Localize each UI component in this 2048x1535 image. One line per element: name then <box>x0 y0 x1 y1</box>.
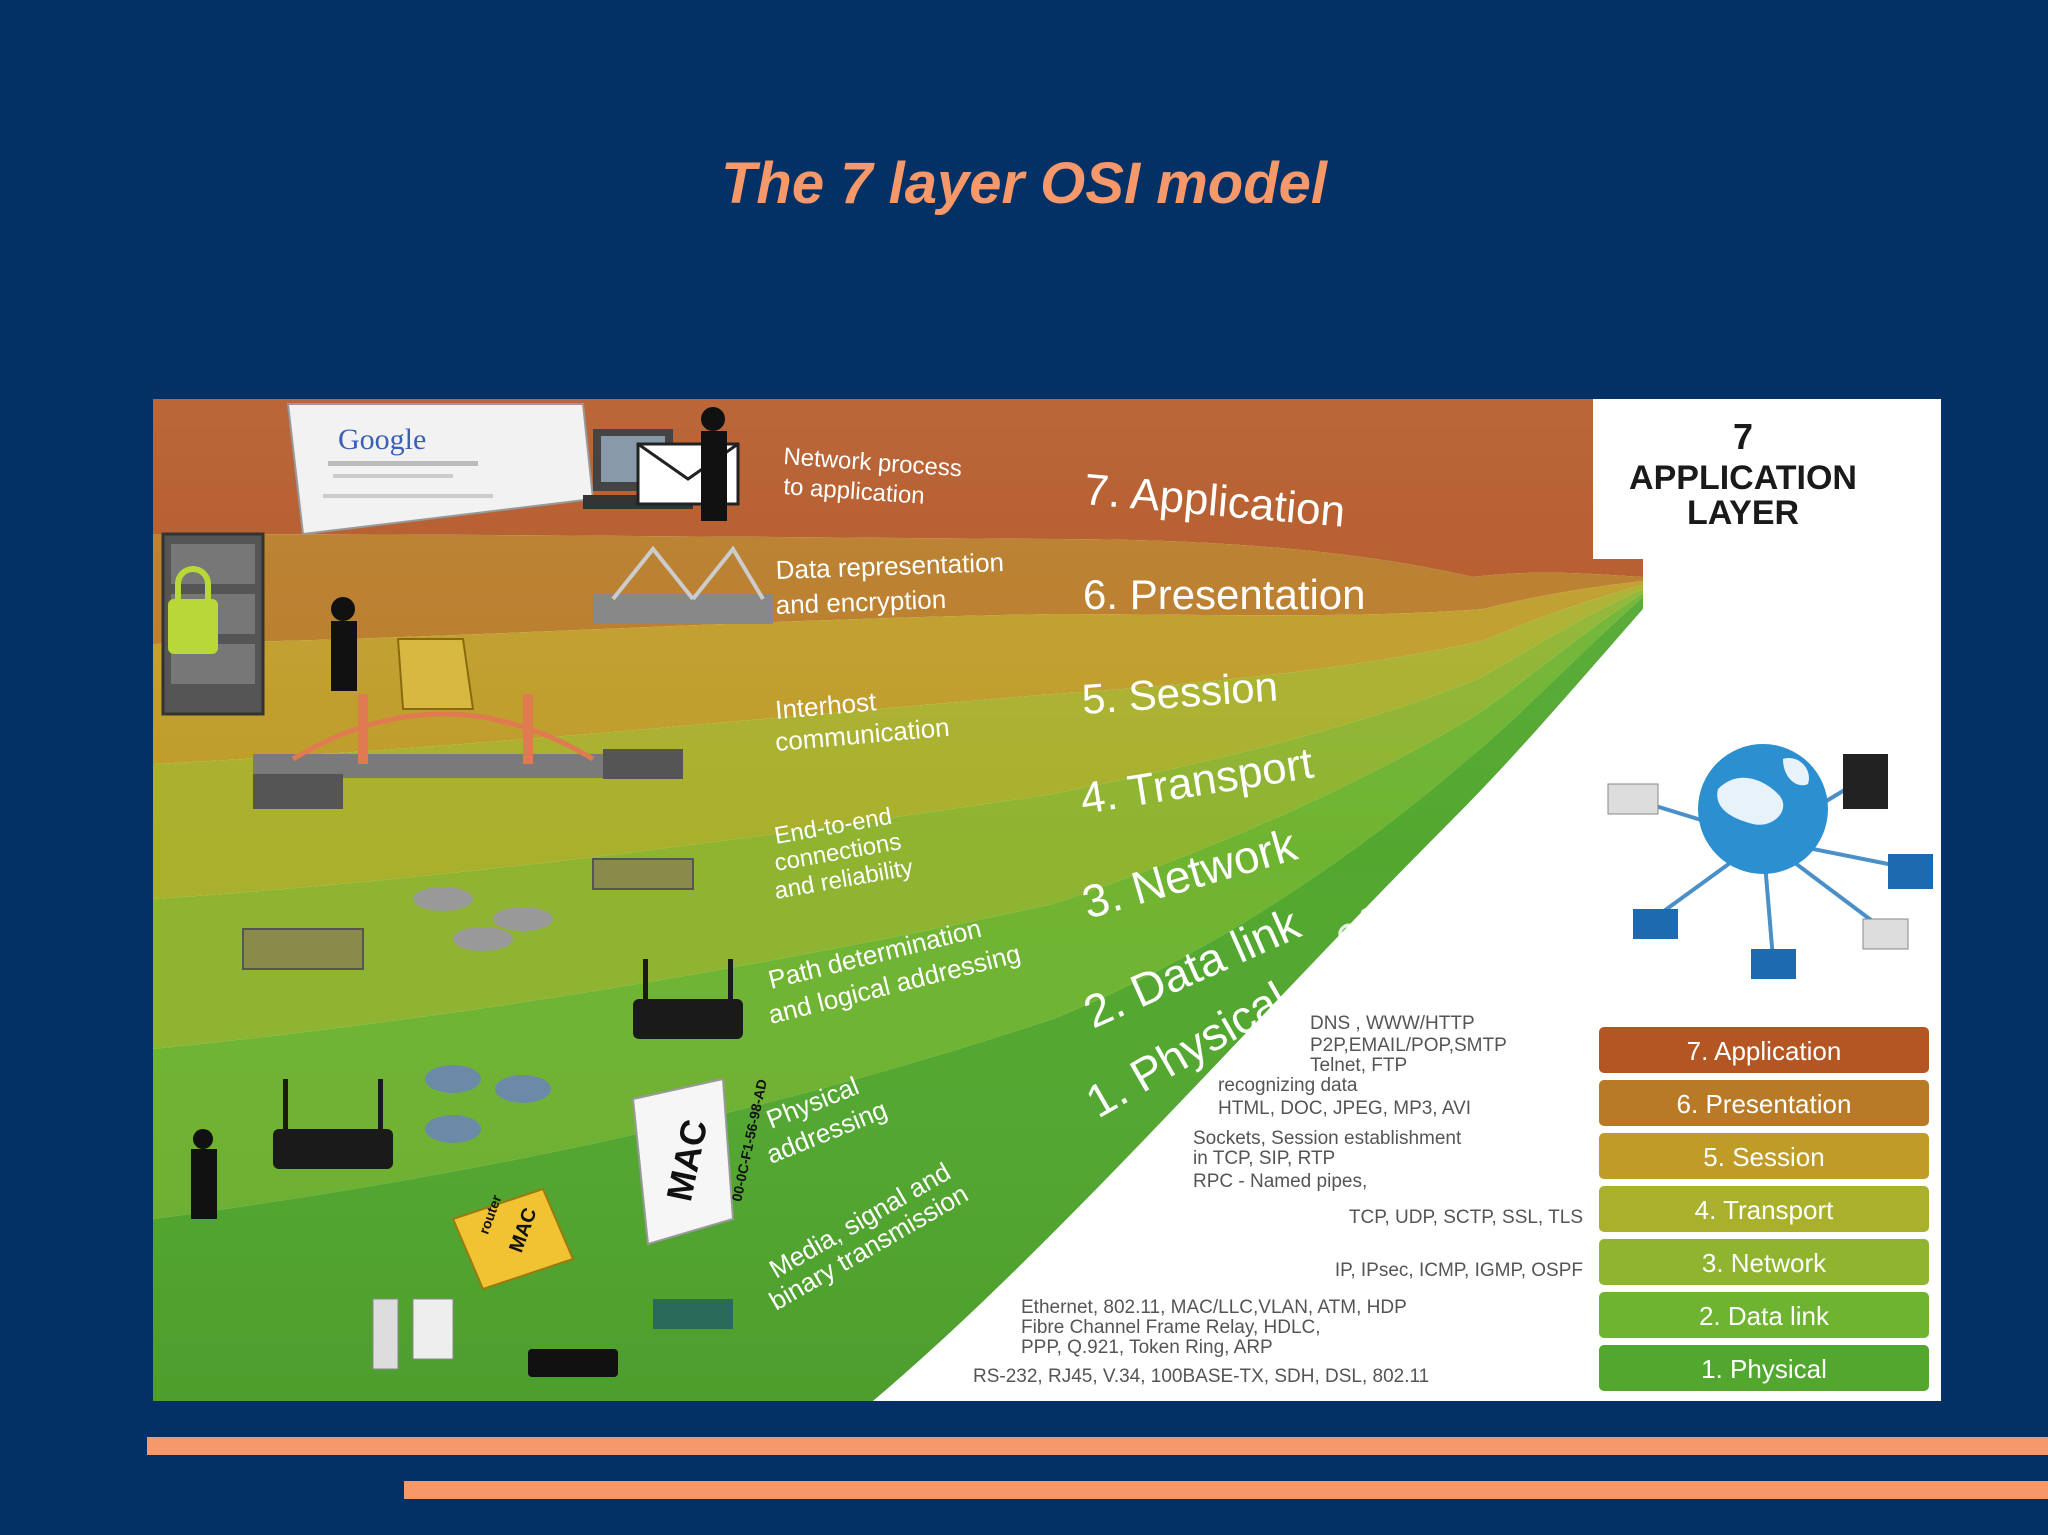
layer-legend: 7. Application 6. Presentation 5. Sessio… <box>1599 1027 1929 1391</box>
protocol-line: in TCP, SIP, RTP <box>1193 1148 1335 1169</box>
google-logo: Google <box>338 423 426 456</box>
computer-user-icon <box>583 407 740 521</box>
legend-swatch <box>1599 1080 1929 1126</box>
cables-icon <box>372 1298 733 1377</box>
badge-number: 7 <box>1733 416 1753 457</box>
layer6-desc-line2: and encryption <box>775 584 947 620</box>
badge-line1: APPLICATION <box>1629 459 1857 497</box>
legend-label: 5. Session <box>1703 1142 1824 1172</box>
protocol-list: DNS , WWW/HTTP P2P,EMAIL/POP,SMTP Telnet… <box>973 1013 1583 1387</box>
protocol-line: Fibre Channel Frame Relay, HDLC, <box>1021 1317 1321 1338</box>
police-figure-icon <box>191 1129 217 1219</box>
protocol-line: DNS , WWW/HTTP <box>1310 1013 1475 1034</box>
secure-cabinet-icon <box>161 532 265 716</box>
router-mac-tag-icon: router MAC <box>451 1187 575 1291</box>
protocol-line: HTML, DOC, JPEG, MP3, AVI <box>1218 1098 1471 1119</box>
legend-swatch <box>1599 1345 1929 1391</box>
legend-label: 6. Presentation <box>1677 1089 1852 1119</box>
protocol-line: Ethernet, 802.11, MAC/LLC,VLAN, ATM, HDP <box>1021 1297 1407 1318</box>
legend-swatch <box>1599 1186 1929 1232</box>
badge-line2: LAYER <box>1687 494 1799 532</box>
application-layer-badge: 7 APPLICATION LAYER <box>1629 416 1857 532</box>
globe-network-icon <box>1607 744 1933 979</box>
bridge-icon <box>253 694 683 809</box>
legend-label: 2. Data link <box>1699 1301 1830 1331</box>
legend-label: 4. Transport <box>1695 1195 1835 1225</box>
protocol-line: Telnet, FTP <box>1310 1055 1407 1076</box>
protocol-line: IP, IPsec, ICMP, IGMP, OSPF <box>1335 1260 1583 1281</box>
accent-bar-top <box>147 1437 2048 1455</box>
protocol-line: recognizing data <box>1218 1075 1358 1096</box>
protocol-line: Sockets, Session establishment <box>1193 1128 1462 1149</box>
legend-swatch <box>1599 1133 1929 1179</box>
legend-label: 7. Application <box>1687 1036 1842 1066</box>
legend-label: 1. Physical <box>1701 1354 1827 1384</box>
legend-swatch <box>1599 1292 1929 1338</box>
protocol-line: TCP, UDP, SCTP, SSL, TLS <box>1349 1207 1583 1228</box>
slide-title: The 7 layer OSI model <box>721 151 1327 216</box>
protocol-line: P2P,EMAIL/POP,SMTP <box>1310 1035 1507 1056</box>
wifi-router-icons <box>273 959 743 1169</box>
bridge-icon-small <box>593 545 773 624</box>
google-screen-image: Google <box>286 403 595 536</box>
protocol-line: RPC - Named pipes, <box>1193 1171 1367 1192</box>
legend-swatch <box>1599 1239 1929 1285</box>
person-boxes-icon <box>331 597 475 710</box>
protocol-line: RS-232, RJ45, V.34, 100BASE-TX, SDH, DSL… <box>973 1366 1429 1387</box>
accent-bar-bottom <box>404 1481 2048 1499</box>
osi-diagram: Google <box>153 399 1941 1401</box>
protocol-line: PPP, Q.921, Token Ring, ARP <box>1021 1337 1273 1358</box>
legend-swatch <box>1599 1027 1929 1073</box>
band-label-presentation: 6. Presentation <box>1083 571 1366 618</box>
legend-label: 3. Network <box>1702 1248 1827 1278</box>
router-icons <box>242 858 694 970</box>
